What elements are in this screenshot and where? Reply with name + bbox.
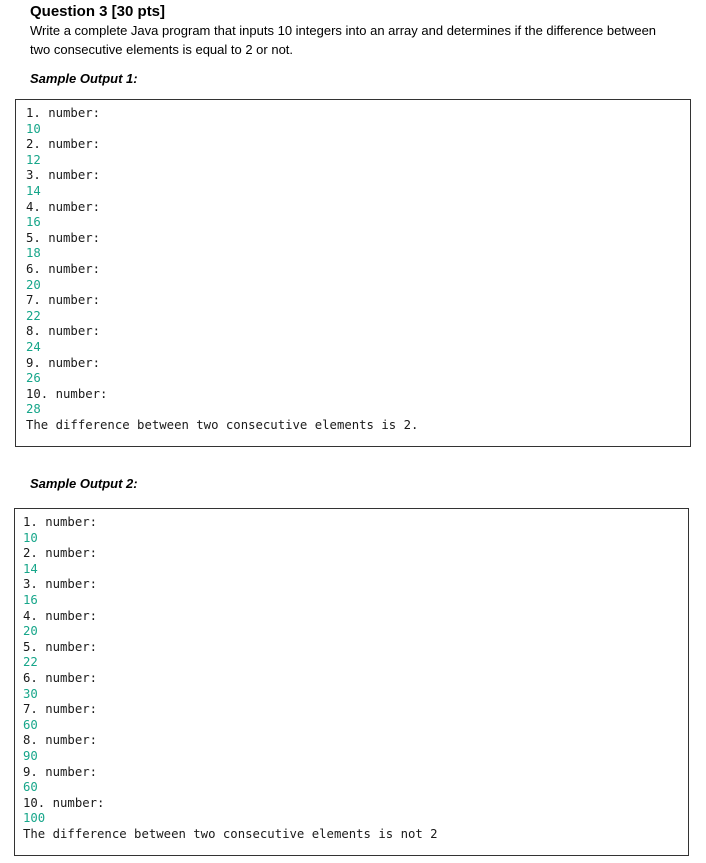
console-prompt-text: 4. number: bbox=[23, 608, 98, 623]
console-prompt-text: 3. number: bbox=[23, 577, 98, 592]
console-prompt-text: 7. number: bbox=[23, 702, 98, 717]
question-prompt: Write a complete Java program that input… bbox=[30, 23, 657, 57]
console-input-value: 100 bbox=[23, 811, 46, 826]
sample-output-2-label: Sample Output 2: bbox=[30, 476, 138, 491]
console-input-value: 20 bbox=[23, 624, 38, 639]
console-input-value: 18 bbox=[26, 246, 41, 261]
console-prompt-text: 9. number: bbox=[26, 355, 101, 370]
console-input-value: 28 bbox=[26, 402, 41, 417]
sample-output-1-label: Sample Output 1: bbox=[30, 71, 138, 86]
console-prompt-text: 8. number: bbox=[26, 324, 101, 339]
console-prompt-text: 4. number: bbox=[26, 199, 101, 214]
console-input-value: 16 bbox=[26, 215, 41, 230]
console-input-value: 14 bbox=[23, 561, 38, 576]
console-input-value: 22 bbox=[26, 308, 41, 323]
console-prompt-text: 10. number: bbox=[26, 386, 108, 401]
console-input-value: 12 bbox=[26, 152, 41, 167]
console-result-message: The difference between two consecutive e… bbox=[23, 826, 438, 841]
console-prompt-text: 1. number: bbox=[26, 106, 101, 120]
console-prompt-text: 2. number: bbox=[26, 137, 101, 152]
console-input-value: 10 bbox=[23, 530, 38, 545]
console-input-value: 22 bbox=[23, 655, 38, 670]
console-prompt-text: 5. number: bbox=[26, 230, 101, 245]
console-input-value: 10 bbox=[26, 121, 41, 136]
console-prompt-text: 2. number: bbox=[23, 546, 98, 561]
console-input-value: 16 bbox=[23, 592, 38, 607]
console-prompt-text: 6. number: bbox=[23, 670, 98, 685]
console-input-value: 24 bbox=[26, 339, 41, 354]
console-prompt-text: 9. number: bbox=[23, 764, 98, 779]
console-prompt-text: 10. number: bbox=[23, 795, 105, 810]
console-prompt-text: 3. number: bbox=[26, 168, 101, 183]
console-input-value: 14 bbox=[26, 183, 41, 198]
console-input-value: 20 bbox=[26, 277, 41, 292]
console-input-value: 90 bbox=[23, 748, 38, 763]
console-prompt-text: 5. number: bbox=[23, 639, 98, 654]
console-prompt-text: 6. number: bbox=[26, 261, 101, 276]
console-input-value: 60 bbox=[23, 780, 38, 795]
console-prompt-text: 7. number: bbox=[26, 293, 101, 308]
console-prompt-text: 8. number: bbox=[23, 733, 98, 748]
question-heading: Question 3 [30 pts] bbox=[30, 3, 166, 20]
console-prompt-text: 1. number: bbox=[23, 515, 98, 529]
console-input-value: 26 bbox=[26, 371, 41, 386]
console-input-value: 30 bbox=[23, 686, 38, 701]
console-input-value: 60 bbox=[23, 717, 38, 732]
console-result-message: The difference between two consecutive e… bbox=[26, 417, 419, 432]
